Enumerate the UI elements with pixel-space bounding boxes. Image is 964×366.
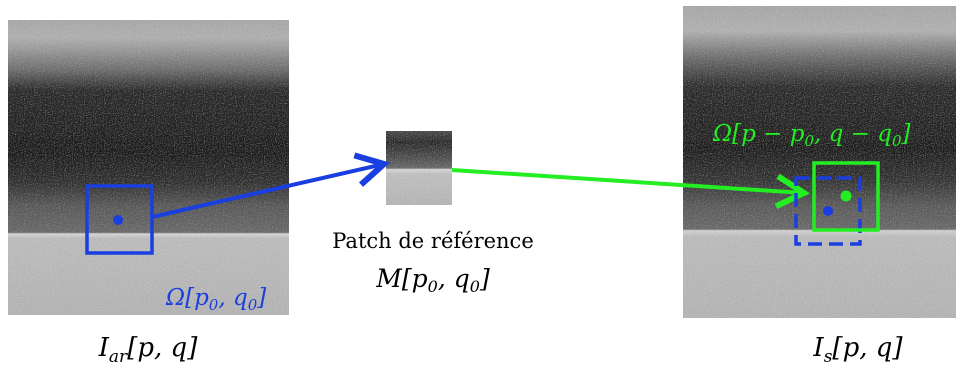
blue-dashed-center-point bbox=[823, 206, 833, 216]
patch-caption: Patch de référence bbox=[332, 229, 534, 253]
omega-blue-label: Ω[p0, q0] bbox=[165, 285, 266, 314]
omega-green-label: Ω[p − p0, q − q0] bbox=[712, 121, 911, 150]
reference-image bbox=[8, 20, 289, 315]
patch-label: M[p0, q0] bbox=[375, 264, 490, 296]
green-arrow bbox=[451, 168, 804, 193]
reference-image-label: Iar[p, q] bbox=[98, 333, 199, 366]
blue-center-point bbox=[113, 215, 123, 225]
reference-patch-image bbox=[386, 131, 452, 205]
search-image-label: Is[p, q] bbox=[812, 333, 903, 366]
blue-arrow bbox=[151, 164, 384, 219]
blue-dashed-window bbox=[794, 176, 862, 246]
green-center-point bbox=[840, 190, 852, 202]
green-match-window bbox=[812, 161, 880, 232]
blue-search-window bbox=[85, 184, 154, 255]
